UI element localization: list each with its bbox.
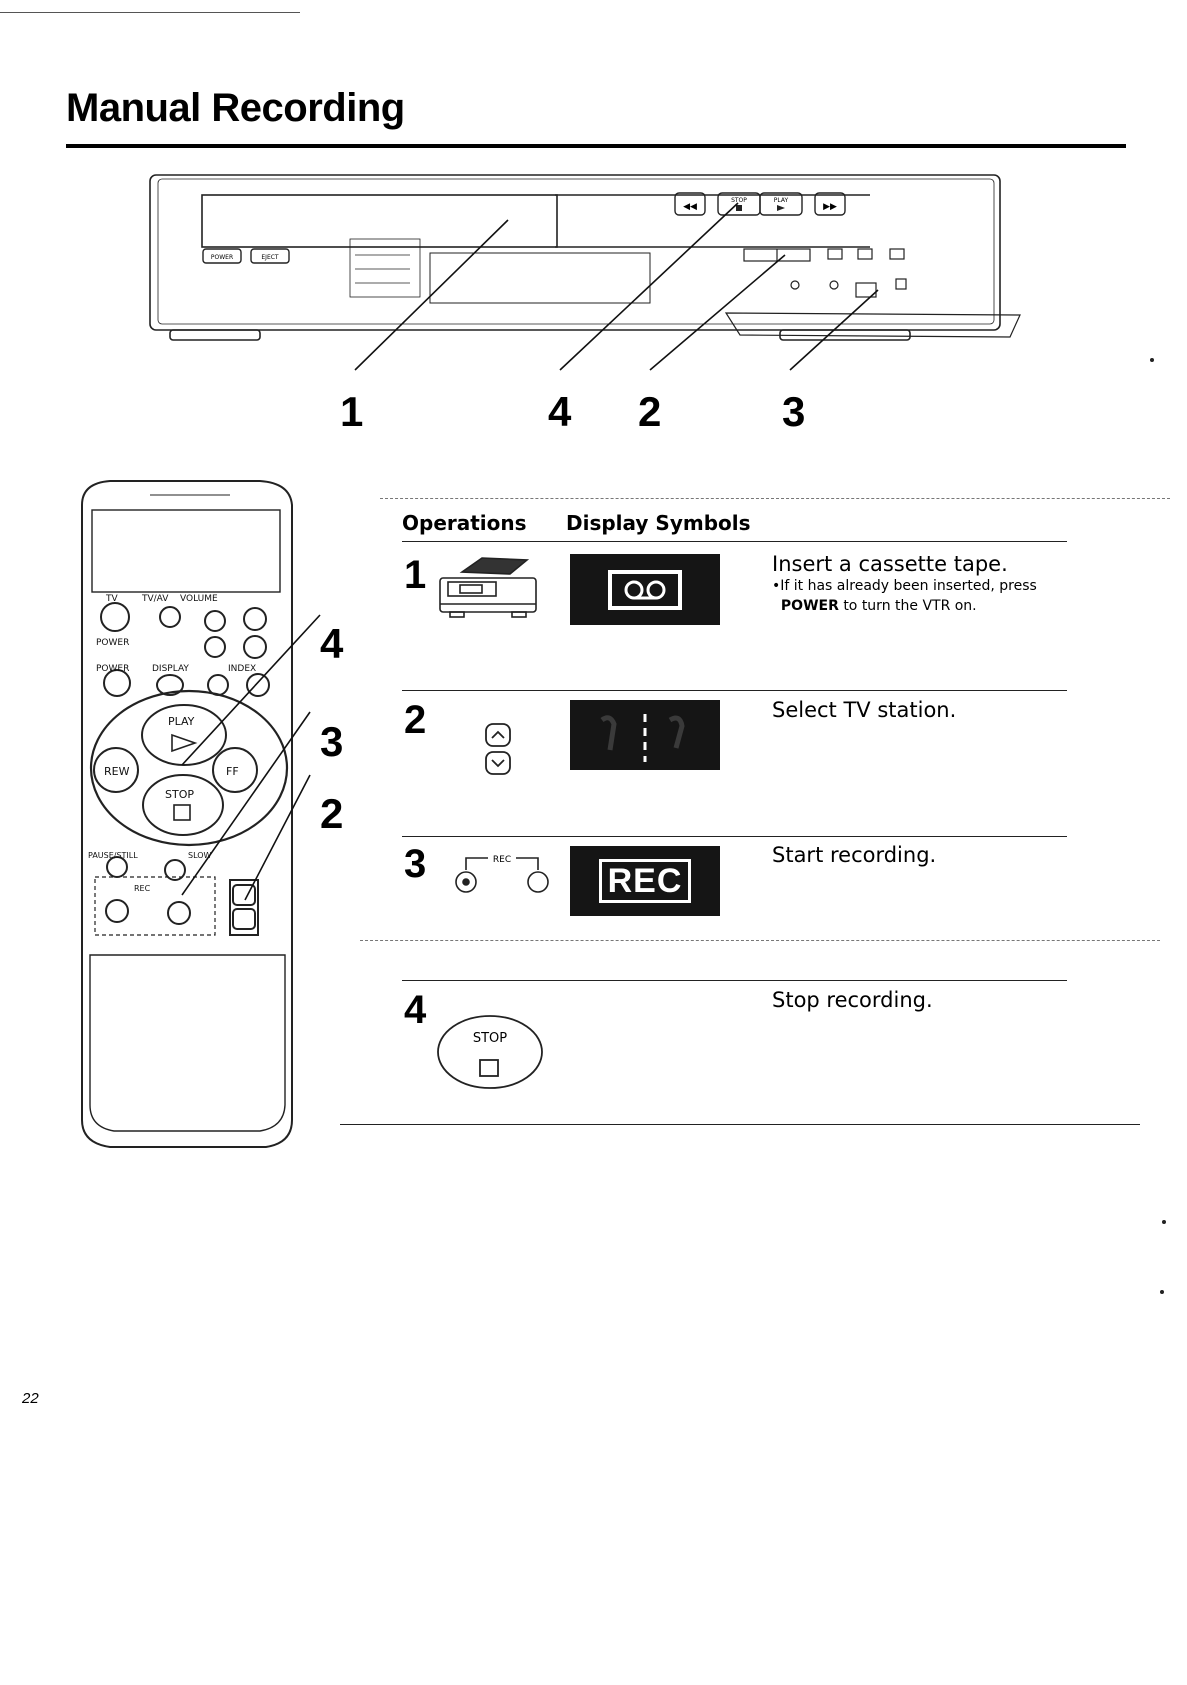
rec-button-diagram: REC	[455, 855, 549, 893]
remote-volume-label: VOLUME	[180, 594, 218, 604]
cassette-display-symbol	[570, 554, 720, 625]
step-1-note-power: POWER	[780, 598, 839, 614]
vcr-fastforward-button: ▶▶	[814, 192, 846, 216]
remote-callout-4: 4	[320, 620, 344, 667]
remote-control-illustration: TV TV/AV VOLUME POWER POWER DISPLAY INDE…	[81, 480, 321, 1148]
step-4-number: 4	[404, 988, 427, 1032]
remote-rec-label: REC	[134, 884, 151, 893]
remote-pause-label: PAUSE/STILL	[88, 851, 138, 860]
step-3-description: Start recording.	[772, 843, 937, 867]
rec-display-text: REC	[598, 859, 692, 903]
row-rule-3-dashed	[360, 940, 1160, 941]
scan-artifact-rule	[0, 12, 300, 13]
vcr-eject-button: EJECT	[250, 248, 290, 264]
vcr-callout-2: 2	[638, 388, 662, 435]
vcr-callout-1: 1	[340, 388, 364, 435]
remote-tv-label: TV	[105, 594, 118, 604]
vcr-rec-button	[855, 282, 877, 298]
rec-display-symbol: REC	[570, 846, 720, 916]
remote-display-label: DISPLAY	[152, 664, 189, 674]
table-bottom-rule	[340, 1124, 1140, 1125]
row-rule-2	[402, 836, 1067, 837]
step-1-note: •If it has already been inserted, press …	[772, 576, 1072, 616]
vcr-power-button: POWER	[202, 248, 242, 264]
vcr-callout-4: 4	[548, 388, 572, 435]
channel-digits-display	[570, 700, 720, 770]
remote-stop-label: STOP	[165, 788, 194, 801]
stop-button-diagram: STOP	[437, 1015, 543, 1089]
stop-button-label: STOP	[473, 1031, 507, 1046]
remote-callout-3: 3	[320, 718, 344, 765]
svg-text:▶▶: ▶▶	[823, 202, 837, 212]
scan-speck	[1162, 1220, 1166, 1224]
table-top-rule	[380, 498, 1170, 499]
vcr-stop-label: STOP	[731, 197, 747, 204]
remote-rew-label: REW	[104, 765, 130, 778]
rec-button-label: REC	[493, 855, 511, 865]
cassette-icon	[608, 570, 682, 610]
remote-slow-label: SLOW	[188, 851, 212, 860]
step-1-note-suffix: to turn the VTR on.	[843, 598, 977, 614]
step-3-number: 3	[404, 842, 427, 886]
title-underline	[66, 144, 1126, 148]
step-2-number: 2	[404, 698, 427, 742]
row-rule-1	[402, 690, 1067, 691]
remote-power-tv-label: POWER	[96, 638, 129, 648]
step-1-note-prefix: •If it has already been inserted, press	[772, 578, 1037, 594]
step-4-description: Stop recording.	[772, 988, 933, 1012]
vcr-rewind-button: ◀◀	[674, 192, 706, 216]
svg-text:◀◀: ◀◀	[683, 202, 697, 212]
remote-callout-2: 2	[320, 790, 344, 837]
operations-header: Operations	[402, 511, 527, 535]
vcr-eject-label: EJECT	[261, 254, 279, 261]
vcr-callout-3: 3	[782, 388, 806, 435]
vcr-stop-button: STOP	[717, 192, 761, 216]
header-rule	[402, 541, 1067, 542]
channel-up-down-buttons	[485, 723, 511, 775]
remote-play-label: PLAY	[168, 715, 195, 728]
remote-ff-label: FF	[226, 765, 239, 778]
scan-speck	[1150, 358, 1154, 362]
scan-speck	[1160, 1290, 1164, 1294]
page-number: 22	[22, 1390, 39, 1407]
display-symbols-header: Display Symbols	[566, 511, 751, 535]
step-1-number: 1	[404, 553, 427, 597]
remote-tvav-label: TV/AV	[141, 594, 169, 604]
vcr-front-panel-illustration: POWER EJECT ◀◀ STOP PLAY ▶▶	[149, 174, 1021, 371]
step-1-description: Insert a cassette tape.	[772, 552, 1008, 576]
vcr-play-label: PLAY	[774, 197, 789, 204]
channel-digits	[600, 714, 685, 762]
vcr-cassette-insert-icon	[439, 557, 537, 618]
row-rule-3	[402, 980, 1067, 981]
remote-index-label: INDEX	[228, 664, 256, 674]
remote-power-vcr-label: POWER	[96, 664, 129, 674]
step-2-description: Select TV station.	[772, 698, 957, 722]
vcr-play-button: PLAY	[759, 192, 803, 216]
page-title: Manual Recording	[66, 86, 405, 130]
vcr-power-label: POWER	[211, 254, 233, 261]
